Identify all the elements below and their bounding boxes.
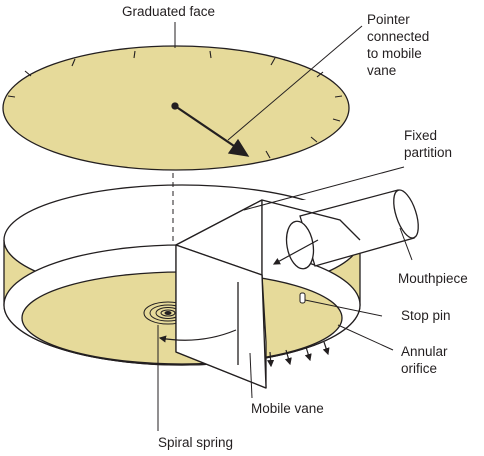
label-pointer-line-2: connected bbox=[367, 29, 430, 44]
graduated-face bbox=[2, 45, 350, 171]
label-pointer: Pointer connected to mobile vane bbox=[367, 11, 429, 79]
leader-stop-pin bbox=[304, 299, 383, 317]
label-pointer-line-1: Pointer bbox=[367, 12, 410, 27]
orifice-arrow-3 bbox=[322, 341, 330, 356]
leader-pointer bbox=[227, 25, 363, 141]
graduation-ticks bbox=[7, 50, 343, 159]
mouthpiece bbox=[261, 189, 419, 270]
leader-fixed-partition bbox=[243, 166, 405, 211]
label-annular-orifice: Annular orifice bbox=[401, 343, 448, 377]
stop-pin bbox=[299, 292, 306, 304]
mouthpiece-end bbox=[393, 189, 419, 239]
label-fixed-partition-line-1: Fixed bbox=[404, 128, 438, 143]
label-pointer-line-3: to mobile bbox=[367, 46, 422, 61]
leader-annular-orifice bbox=[337, 324, 394, 351]
label-mobile-vane: Mobile vane bbox=[251, 401, 324, 416]
dial-pointer bbox=[174, 105, 241, 151]
label-mouthpiece: Mouthpiece bbox=[398, 271, 468, 286]
orifice-arrow-4 bbox=[266, 351, 275, 368]
orifice-arrow-1 bbox=[284, 349, 292, 366]
label-annular-orifice-line-2: orifice bbox=[401, 361, 438, 376]
label-fixed-partition-line-2: partition bbox=[404, 145, 453, 160]
label-stop-pin: Stop pin bbox=[401, 308, 451, 323]
dial-pointer-head bbox=[227, 138, 250, 157]
label-fixed-partition: Fixed partition bbox=[404, 127, 452, 161]
label-pointer-line-4: vane bbox=[367, 63, 397, 78]
label-spiral-spring: Spiral spring bbox=[158, 435, 234, 450]
leader-mouthpiece bbox=[399, 227, 413, 261]
inlet-flow-arrow bbox=[272, 239, 319, 265]
vane-rotation-arrow bbox=[158, 329, 237, 343]
leader-lines bbox=[157, 22, 413, 431]
label-graduated-face: Graduated face bbox=[122, 4, 216, 19]
flow-arrows bbox=[158, 239, 330, 368]
orifice-arrow-2 bbox=[304, 346, 312, 362]
label-annular-orifice-line-1: Annular bbox=[401, 344, 448, 359]
mobile-vane-face bbox=[175, 244, 267, 389]
leader-mobile-vane bbox=[249, 352, 253, 399]
housing-rim-right bbox=[261, 199, 361, 241]
